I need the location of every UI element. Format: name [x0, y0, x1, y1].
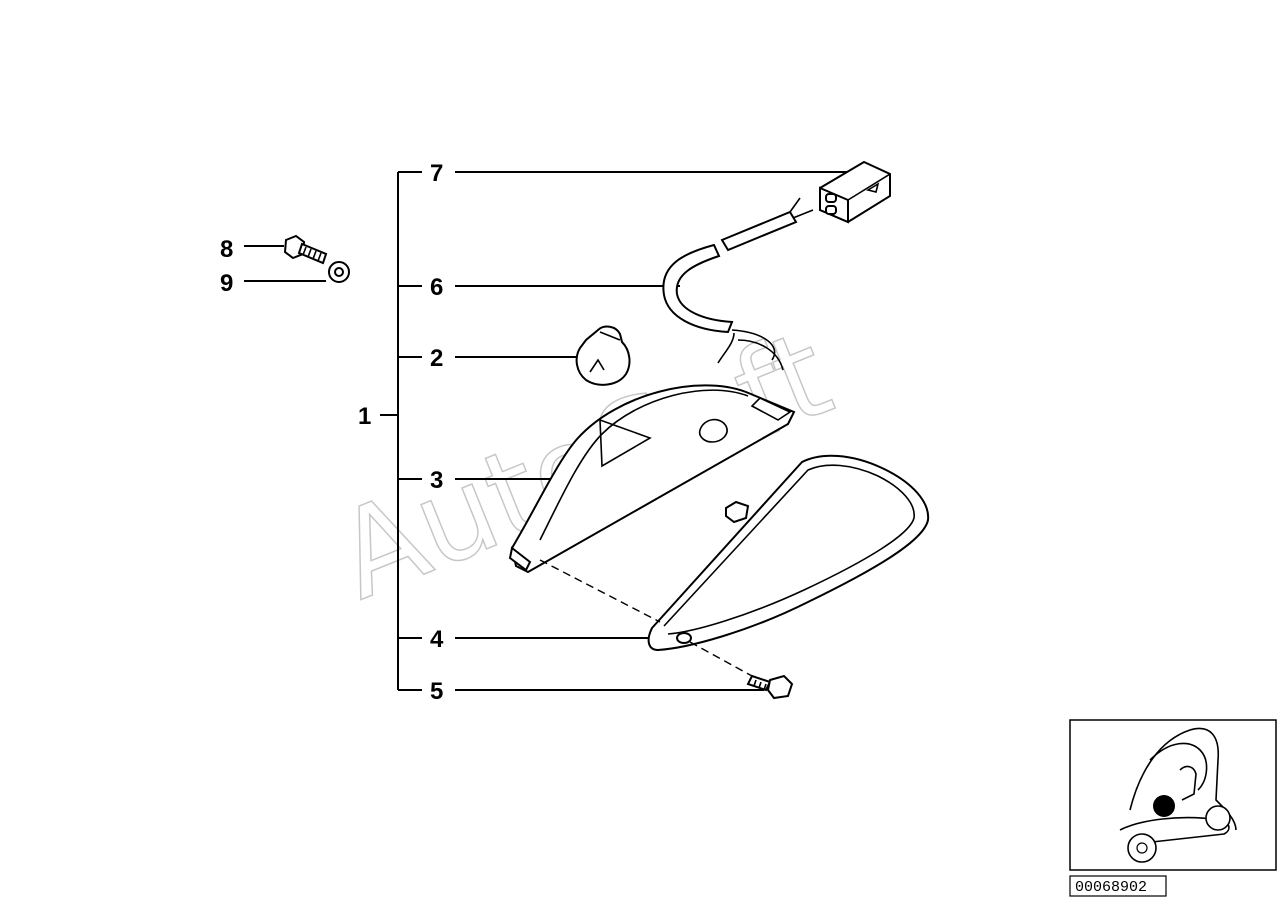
- location-inset: [1069, 719, 1277, 871]
- scooter-icon: [1119, 727, 1237, 863]
- callout-1: 1: [358, 403, 371, 430]
- figure-id: 00068902: [1075, 879, 1147, 896]
- bolt-part: [283, 234, 328, 265]
- callout-6: 6: [430, 274, 443, 301]
- screw-part: [746, 674, 794, 700]
- assembly-lines: [539, 559, 753, 677]
- location-marker-icon: [1153, 795, 1175, 817]
- callout-5: 5: [430, 678, 443, 705]
- callout-7: 7: [430, 160, 443, 187]
- lens-part: [647, 454, 930, 652]
- lamp-housing-part: [508, 384, 796, 574]
- callout-2: 2: [430, 345, 443, 372]
- figure-id-box: 00068902: [1069, 875, 1167, 897]
- callout-3: 3: [430, 467, 443, 494]
- washer-part: [328, 261, 350, 283]
- callout-4: 4: [430, 626, 444, 653]
- callout-8: 8: [220, 236, 233, 263]
- wire-harness-part: [662, 197, 814, 371]
- callout-9: 9: [220, 270, 233, 297]
- leader-lines: [244, 171, 852, 691]
- bulb-part: [575, 325, 631, 386]
- callout-bracket: [380, 171, 422, 691]
- connector-part: [819, 160, 891, 224]
